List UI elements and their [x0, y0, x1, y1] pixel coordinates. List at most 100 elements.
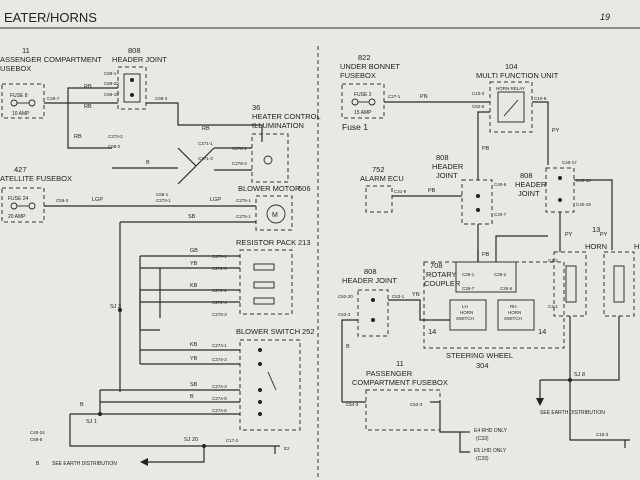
relay-contact-icon [503, 99, 519, 117]
switch-pin-1: C274-1 [212, 343, 227, 348]
blower-motor: BLOWER MOTOR 606 M C68-1 C273-1 C275-1 C… [156, 184, 311, 231]
pass2-line1: PASSENGER [366, 369, 413, 378]
hj808low-number: 808 [364, 267, 377, 276]
passenger-fusebox-left: 11 ASSENGER COMPARTMENT USEBOX FUSE 8 10… [0, 46, 102, 119]
hj808-pin-4: C69-3 [155, 96, 168, 101]
switch-contact-icon [258, 348, 262, 352]
pin-c273-2: C273-2 [108, 134, 123, 139]
hj808low-pin-2: C63-3 [338, 312, 351, 317]
resistor-pin-5: C272-3 [212, 312, 227, 317]
fuse-terminal-icon [28, 202, 36, 210]
resistor-pack-label: RESISTOR PACK [236, 238, 296, 247]
blower-motor-label: BLOWER MOTOR [238, 184, 301, 193]
joint-dot-icon [130, 93, 134, 97]
wire-label-rb: RB [74, 134, 82, 140]
wire-label-rb: RB [84, 84, 92, 90]
hj808mid-line1: HEADER [432, 162, 464, 171]
mfu-number: 104 [505, 62, 518, 71]
alarm-ecu: 752 ALARM ECU C31-9 [360, 165, 407, 213]
mfu-pin-1: C10-3 [472, 91, 485, 96]
wire-label-b: B [346, 344, 350, 350]
steering-wheel-number: 304 [476, 361, 489, 370]
hj808mid-line2: JOINT [436, 171, 458, 180]
switch-contact-icon [258, 388, 262, 392]
fuse-terminal-icon [28, 99, 36, 107]
wire-label-gb: GB [190, 248, 198, 254]
resistor-icon [253, 297, 275, 305]
rotary-line1: ROTARY [426, 270, 457, 279]
lh-line3: SWITCH [456, 316, 474, 321]
hj808-number: 808 [128, 46, 141, 55]
header-joint-808-right: 808 HEADER JOINT C40-17 C40-18 C40-19 [515, 160, 591, 213]
switch-contact-icon [258, 412, 262, 416]
lhd-note: E5 LHD ONLY [474, 448, 507, 454]
hj808low-label: HEADER JOINT [342, 276, 397, 285]
rotary-coupler-box [455, 261, 517, 293]
rh-line2: HORN [508, 310, 521, 315]
wire-lhd [459, 432, 470, 453]
blower-pin-3: C275-1 [236, 198, 251, 203]
heater-control-line1: HEATER CONTROL [252, 112, 321, 121]
header-joint-808-left: 808 HEADER JOINT C69-1 C69-20 C69-19 C69… [104, 46, 168, 110]
joint-dot-icon [130, 78, 134, 82]
sat-fuse-label: FUSE 24 [8, 196, 29, 202]
mfu-pin-2: C62-6 [472, 104, 485, 109]
wire-label-sb: SB [188, 214, 196, 220]
horn: 13 HORN C4-2 C4-1 H [548, 225, 639, 317]
resistor-icon [253, 263, 275, 271]
wire-label-sb: SB [190, 382, 198, 388]
pin-c68-2: C68-2 [108, 144, 121, 149]
sat-fuse-pin: C59-3 [56, 198, 69, 203]
wire-label-b: B [190, 394, 194, 400]
sat-fusebox-outline [1, 187, 45, 223]
sat-fusebox-number: 427 [14, 165, 27, 174]
lh-horn-switch-box [449, 299, 487, 331]
ubf-number: 822 [358, 53, 371, 62]
wire-yn-lh [388, 299, 450, 321]
header-joint-808-mid: 808 HEADER JOINT C40-6 C40-7 [432, 153, 507, 225]
rotary-number: 708 [430, 261, 443, 270]
earth-symbol-icon [620, 439, 630, 448]
wire-pb-down [477, 111, 490, 180]
rotary-pin-2: C25-2 [494, 272, 507, 277]
joint-dot-icon [476, 208, 480, 212]
pass2-number: 11 [396, 359, 404, 368]
ubf-line2: FUSEBOX [340, 71, 376, 80]
horn-2-label: H [634, 242, 639, 251]
wire-label-b: B [146, 160, 150, 166]
splice-sj8: SJ 8 [574, 372, 585, 378]
wire-rb-3 [67, 87, 118, 149]
pass-fusebox-number: 11 [22, 46, 30, 55]
wire-py-down [532, 101, 549, 165]
hj808mid-pin-1: C40-6 [494, 182, 507, 187]
wire-label-lgp: LGP [92, 197, 103, 203]
heater-control-line2: ILLUMINATION [252, 121, 304, 130]
resistor-pack-number: 213 [298, 238, 311, 247]
ubf-fuse-label: FUSE 2 [354, 92, 372, 98]
blower-switch-outline [239, 339, 301, 431]
joint-dot-icon [558, 176, 562, 180]
rotary-pin-1: C25-1 [462, 272, 475, 277]
splice-dot-icon [118, 308, 122, 312]
horn-label: HORN [585, 242, 607, 251]
pass-fusebox-line1: ASSENGER COMPARTMENT [0, 55, 102, 64]
resistor-icon [253, 281, 275, 289]
wire-label-kb: KB [190, 342, 198, 348]
wire-rb-2 [146, 102, 263, 142]
pass2-pin-1: C54-3 [346, 402, 359, 407]
rhd-code: (C33) [476, 436, 489, 442]
wire-label-yn: YN [412, 292, 420, 298]
earth-code-right: C18-3 [596, 432, 609, 437]
hj808-label: HEADER JOINT [112, 55, 167, 64]
wire-horn2-b [540, 316, 620, 381]
fuse-terminal-icon [10, 99, 18, 107]
heater-pin-1: C271-1 [198, 141, 213, 146]
rh-horn-switch-box [497, 299, 535, 331]
multi-function-unit: 104 MULTI FUNCTION UNIT HORN RELAY C10-3… [472, 62, 559, 133]
wire-label-lgp: LGP [210, 197, 221, 203]
lh-line2: HORN [460, 310, 473, 315]
passenger-fusebox-right: 11 PASSENGER COMPARTMENT FUSEBOX C54-3 C… [346, 359, 448, 431]
lh-number: 14 [428, 327, 436, 336]
joint-dot-icon [558, 198, 562, 202]
